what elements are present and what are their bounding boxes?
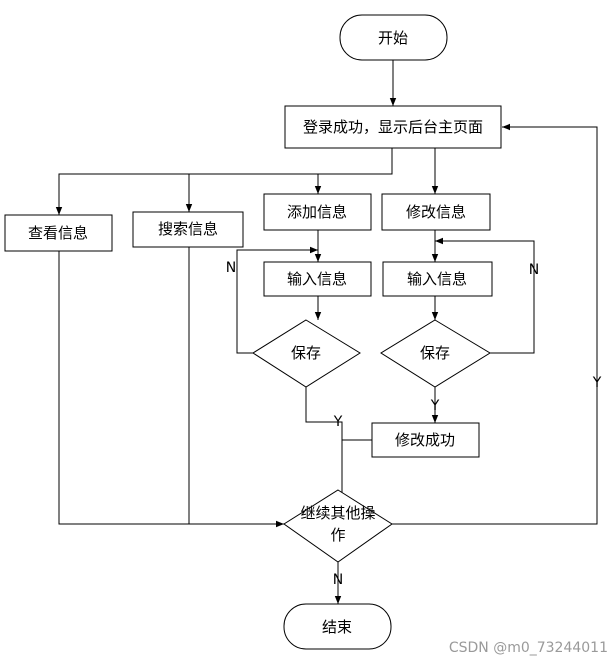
node-save-add [252, 319, 361, 388]
node-continue-label-line1: 继续其他操 [300, 504, 375, 522]
edge-continue-yes [392, 123, 598, 525]
node-continue-label-line2: 作 [330, 526, 345, 544]
edge-login-view [55, 148, 393, 215]
node-search [132, 211, 244, 248]
node-search-label: 搜索信息 [158, 220, 218, 238]
nodes: 开始 登录成功，显示后台主页面 查看信息 搜索信息 添加信息 修改信息 输入信息… [4, 14, 502, 650]
node-input-add [263, 261, 372, 297]
edges [55, 60, 598, 604]
node-modify-success [371, 422, 480, 458]
node-input-modify-label: 输入信息 [407, 270, 467, 288]
node-input-modify [382, 261, 493, 297]
node-start-label: 开始 [378, 29, 408, 47]
node-add-label: 添加信息 [287, 203, 347, 221]
node-modify-success-label: 修改成功 [395, 431, 455, 449]
watermark: CSDN @m0_73244011 [449, 640, 608, 656]
node-end [283, 603, 392, 650]
label-no-continue: N [333, 572, 343, 588]
edge-save-add-yes [305, 387, 346, 510]
node-input-add-label: 输入信息 [287, 270, 347, 288]
edge-view-continue [58, 251, 284, 528]
node-continue [283, 489, 393, 563]
node-modify [381, 193, 491, 231]
edge-save-modify-no [435, 237, 535, 354]
node-add [263, 193, 372, 231]
node-save-add-label: 保存 [291, 344, 321, 362]
edge-labels: N N Y Y Y N [226, 260, 602, 588]
label-no-modify: N [529, 262, 539, 278]
label-no-add: N [226, 260, 236, 276]
node-modify-label: 修改信息 [406, 203, 466, 221]
node-view [4, 214, 113, 252]
node-end-label: 结束 [322, 618, 352, 636]
node-start [339, 14, 448, 61]
node-save-modify [380, 319, 491, 388]
label-yes-add: Y [333, 414, 343, 430]
label-yes-modify: Y [430, 398, 440, 414]
node-login-label: 登录成功，显示后台主页面 [303, 118, 483, 136]
node-save-modify-label: 保存 [420, 344, 450, 362]
node-view-label: 查看信息 [28, 224, 88, 242]
node-login [284, 105, 502, 149]
edge-save-add-no [236, 246, 318, 354]
label-yes-continue: Y [592, 375, 602, 391]
